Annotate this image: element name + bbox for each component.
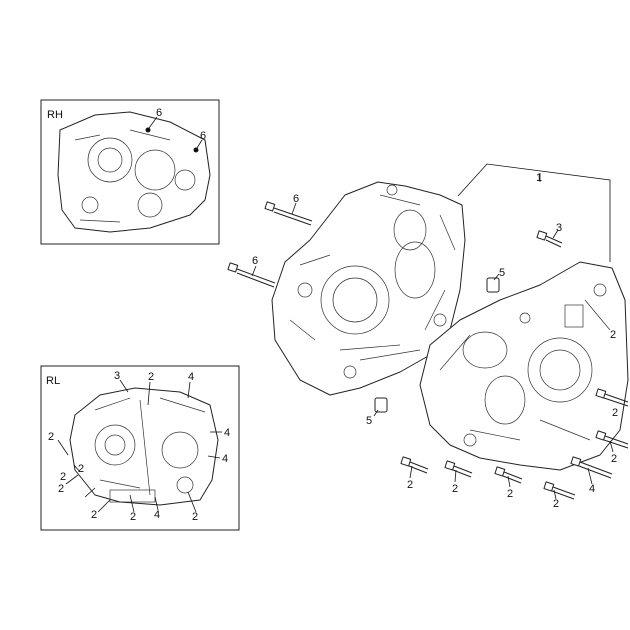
main-callout-6a: 6 [293,193,299,205]
main-callout-5a: 5 [499,267,505,279]
rl-inset: RL 3 2 4 2 4 2 [40,365,240,531]
main-callout-3: 3 [556,222,562,234]
main-callout-2f: 2 [612,407,618,419]
right-crankcase-half [419,261,629,471]
rl-callout-2h: 2 [60,471,66,483]
bolt-2e [595,430,629,449]
rl-callout-2g: 2 [192,511,198,523]
main-callout-2e: 2 [611,453,617,465]
bolt-hole-marker [193,147,199,153]
main-callout-4: 4 [589,483,595,495]
rh-inset: RH 6 6 [40,99,220,245]
rl-callout-4c: 4 [222,453,228,465]
rh-callout-6a: 6 [156,107,162,119]
rl-callout-4d: 4 [154,509,160,521]
dowel-pin-5-upper [486,277,500,293]
rl-callout-2e: 2 [91,509,97,521]
left-crankcase-half [271,181,466,396]
rl-leader-lines [57,379,222,513]
main-callout-5b: 5 [366,415,372,427]
rl-callout-2c: 2 [58,483,64,495]
rl-callout-3: 3 [114,370,120,382]
lower-leader-lines [409,440,614,500]
rl-crankcase-half [69,387,219,506]
main-callout-2a: 2 [407,479,413,491]
bolt-hole-marker [145,127,151,133]
main-exploded-view: 1 [227,163,629,510]
rl-callout-2a: 2 [148,371,154,383]
bolt-2f [595,388,629,407]
bolt-3 [536,230,563,248]
rl-inset-title: RL [46,375,60,387]
bolt-2b [444,460,473,478]
main-callout-2c: 2 [507,488,513,500]
rl-callout-2d: 2 [78,463,84,475]
main-callout-2b: 2 [452,483,458,495]
main-callout-2d: 2 [553,498,559,510]
rl-callout-2f: 2 [130,511,136,523]
rl-callout-4a: 4 [188,371,194,383]
rh-callout-6b: 6 [200,130,206,142]
main-callout-2g: 2 [610,329,616,341]
rh-inset-title: RH [47,109,63,121]
dowel-pin-5-lower [374,397,388,413]
bolt-2a [400,456,429,474]
bolt-4 [570,456,613,479]
rl-callout-2b: 2 [48,431,54,443]
callout-1-bracket [457,163,611,262]
bolt-6-lower [227,262,276,288]
main-callout-1: 1 [536,172,542,184]
bolt-6-upper [264,201,313,226]
bolt-2c [494,466,523,484]
rh-crankcase-half [57,111,211,233]
bolt-2d [543,481,576,500]
rl-callout-4b: 4 [224,427,230,439]
main-callout-6b: 6 [252,255,258,267]
